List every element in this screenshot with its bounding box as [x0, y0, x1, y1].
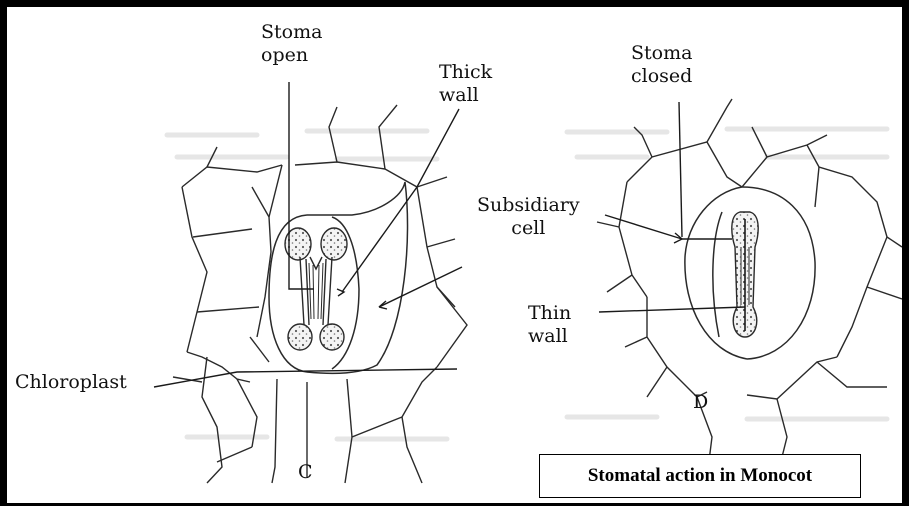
- thin-wall-label: Thin wall: [528, 302, 571, 348]
- panel-c-cells: [173, 105, 467, 483]
- panel-c-label: C: [298, 461, 313, 484]
- thick-wall-label: Thick wall: [439, 61, 492, 107]
- stoma-open-label: Stoma open: [261, 21, 322, 67]
- caption-box: Stomatal action in Monocot: [539, 454, 861, 498]
- chloroplast-label: Chloroplast: [15, 371, 127, 394]
- panel-d-guard-cells: [732, 212, 758, 337]
- subsidiary-cell-label: Subsidiary cell: [477, 194, 580, 240]
- panel-d-label: D: [693, 391, 708, 414]
- figure-caption: Stomatal action in Monocot: [588, 465, 812, 487]
- stoma-closed-label: Stoma closed: [631, 42, 692, 88]
- background-ghost-text: [167, 129, 887, 439]
